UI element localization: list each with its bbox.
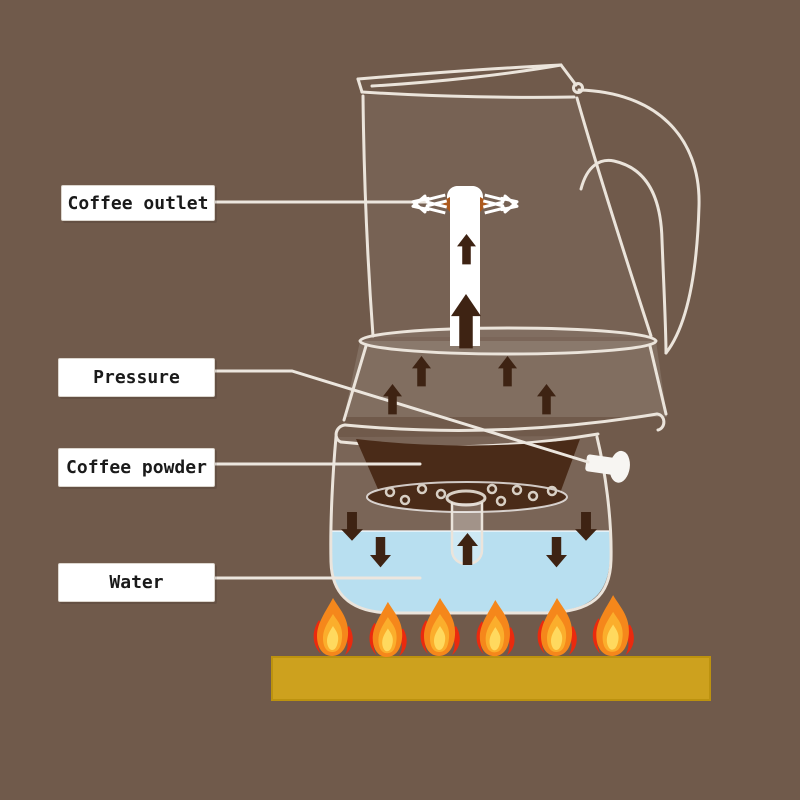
water-fill — [332, 531, 610, 612]
pot-handle-outline — [577, 88, 701, 355]
collector-chamber-outline — [342, 326, 668, 422]
flame-icon — [313, 598, 353, 656]
lid-left-edge — [356, 77, 364, 94]
label-water: Water — [58, 563, 215, 602]
boiler-chamber-outline — [329, 435, 613, 615]
boiler-outline — [329, 435, 613, 615]
label-pressure: Pressure — [58, 358, 215, 397]
stove-base — [271, 656, 711, 701]
coffee-basket — [356, 439, 580, 513]
lid-spout-tip — [559, 63, 578, 87]
label-coffee-powder: Coffee powder — [58, 448, 215, 487]
label-coffee-outlet: Coffee outlet — [61, 185, 215, 221]
lid-hinge-curl — [572, 82, 584, 94]
leader-lines — [203, 200, 590, 580]
lid-top-edge — [356, 63, 563, 81]
pot-body-outline — [361, 94, 653, 338]
handle-outer-curve — [577, 88, 701, 355]
pot-lid-outline — [356, 63, 584, 99]
leader-pressure — [211, 369, 590, 464]
collector-top-ellipse — [358, 326, 658, 356]
body-right-edge — [575, 96, 653, 338]
handle-inner-curve — [579, 158, 668, 355]
lid-underside — [370, 63, 563, 88]
safety-valve — [585, 450, 630, 483]
body-left-edge — [361, 94, 375, 338]
lid-rim-line — [360, 90, 576, 99]
joint-right-lip — [655, 412, 666, 432]
collector-right-edge — [648, 344, 668, 416]
flame-icon — [592, 595, 634, 656]
joint-left-lip — [334, 423, 347, 444]
filter-holes — [384, 483, 558, 507]
collector-left-edge — [342, 344, 368, 422]
joint-upper-rim — [343, 412, 659, 432]
